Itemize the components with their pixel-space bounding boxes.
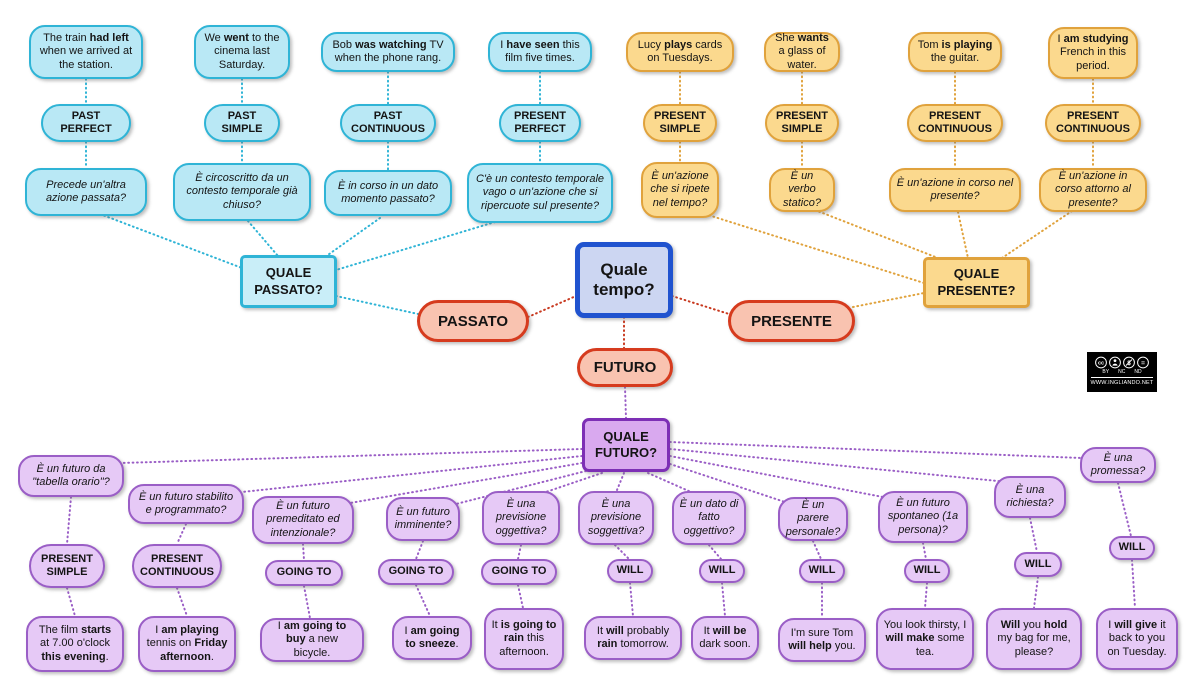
future-question-2: È un futuro stabilito e programmato?: [128, 484, 244, 524]
future-example-7: It will be dark soon.: [691, 616, 759, 660]
past-example-1: The train had left when we arrived at th…: [29, 25, 143, 79]
present-tense-3: PRESENT CONTINUOUS: [907, 104, 1003, 142]
future-tense-3: GOING TO: [265, 560, 343, 586]
past-tense-1: PAST PERFECT: [41, 104, 131, 142]
future-example-4: I am going to sneeze.: [392, 616, 472, 660]
future-example-11: I will give it back to you on Tuesday.: [1096, 608, 1178, 670]
future-example-10: Will you hold my bag for me, please?: [986, 608, 1082, 670]
present-example-3: Tom is playing the guitar.: [908, 32, 1002, 72]
future-tense-7: WILL: [699, 559, 745, 583]
past-example-4: I have seen this film five times.: [488, 32, 592, 72]
future-tense-9: WILL: [904, 559, 950, 583]
present-tense-4: PRESENT CONTINUOUS: [1045, 104, 1141, 142]
by-icon: [1109, 356, 1121, 369]
time-node-passato: PASSATO: [417, 300, 529, 342]
present-question-2: È un verbo statico?: [769, 168, 835, 212]
present-example-2: She wants a glass of water.: [764, 32, 840, 72]
future-question-9: È un futuro spontaneo (1a persona)?: [878, 491, 968, 543]
cc-license-badge: cc $ = BY NC ND WWW.INGLIANDO.NET: [1087, 352, 1157, 392]
cc-label-nc: NC: [1118, 369, 1126, 376]
future-question-4: È un futuro imminente?: [386, 497, 460, 541]
past-tense-4: PRESENT PERFECT: [499, 104, 581, 142]
future-tense-6: WILL: [607, 559, 653, 583]
past-question-3: È in corso in un dato momento passato?: [324, 170, 452, 216]
cc-label-nd: ND: [1134, 369, 1142, 376]
future-example-6: It will probably rain tomorrow.: [584, 616, 682, 660]
future-example-8: I'm sure Tom will help you.: [778, 618, 866, 662]
hub-quale-passato: QUALE PASSATO?: [240, 255, 337, 308]
future-example-2: I am playing tennis on Friday afternoon.: [138, 616, 236, 672]
nc-icon: [1123, 356, 1135, 369]
future-tense-10: WILL: [1014, 552, 1062, 577]
svg-text:=: =: [1141, 360, 1145, 367]
present-question-1: È un'azione che si ripete nel tempo?: [641, 162, 719, 218]
future-question-3: È un futuro premeditato ed intenzionale?: [252, 496, 354, 544]
past-question-4: C'è un contesto temporale vago o un'azio…: [467, 163, 613, 223]
present-tense-2: PRESENT SIMPLE: [765, 104, 839, 142]
future-tense-2: PRESENT CONTINUOUS: [132, 544, 222, 588]
present-tense-1: PRESENT SIMPLE: [643, 104, 717, 142]
past-question-2: È circoscritto da un contesto temporale …: [173, 163, 311, 221]
future-tense-5: GOING TO: [481, 559, 557, 585]
future-question-11: È una promessa?: [1080, 447, 1156, 483]
time-node-presente: PRESENTE: [728, 300, 855, 342]
nd-icon: [1137, 356, 1149, 369]
present-example-4: I am studying French in this period.: [1048, 27, 1138, 79]
future-example-1: The film starts at 7.00 o'clock this eve…: [26, 616, 124, 672]
central-topic: Quale tempo?: [575, 242, 673, 318]
past-example-3: Bob was watching TV when the phone rang.: [321, 32, 455, 72]
future-tense-11: WILL: [1109, 536, 1155, 560]
hub-quale-presente: QUALE PRESENTE?: [923, 257, 1030, 308]
future-question-5: È una previsione oggettiva?: [482, 491, 560, 545]
future-example-5: It is going to rain this afternoon.: [484, 608, 564, 670]
future-question-10: È una richiesta?: [994, 476, 1066, 518]
svg-text:cc: cc: [1098, 361, 1104, 367]
license-site-text: WWW.INGLIANDO.NET: [1090, 377, 1154, 387]
past-tense-2: PAST SIMPLE: [204, 104, 280, 142]
future-tense-4: GOING TO: [378, 559, 454, 585]
future-tense-1: PRESENT SIMPLE: [29, 544, 105, 588]
future-question-1: È un futuro da "tabella orario"?: [18, 455, 124, 497]
future-question-7: È un dato di fatto oggettivo?: [672, 491, 746, 545]
present-example-1: Lucy plays cards on Tuesdays.: [626, 32, 734, 72]
future-example-9: You look thirsty, I will make some tea.: [876, 608, 974, 670]
hub-quale-futuro: QUALE FUTURO?: [582, 418, 670, 472]
future-example-3: I am going to buy a new bicycle.: [260, 618, 364, 662]
future-question-6: È una previsione soggettiva?: [578, 491, 654, 545]
time-node-futuro: FUTURO: [577, 348, 673, 387]
past-example-2: We went to the cinema last Saturday.: [194, 25, 290, 79]
cc-label-by: BY: [1102, 369, 1110, 376]
future-question-8: È un parere personale?: [778, 497, 848, 541]
cc-icon: [1095, 356, 1107, 369]
svg-text:$: $: [1127, 361, 1131, 367]
past-question-1: Precede un'altra azione passata?: [25, 168, 147, 216]
cc-by-nc-nd-icons: cc $ =: [1095, 356, 1149, 369]
present-question-3: È un'azione in corso nel presente?: [889, 168, 1021, 212]
present-question-4: È un'azione in corso attorno al presente…: [1039, 168, 1147, 212]
future-tense-8: WILL: [799, 559, 845, 583]
past-tense-3: PAST CONTINUOUS: [340, 104, 436, 142]
